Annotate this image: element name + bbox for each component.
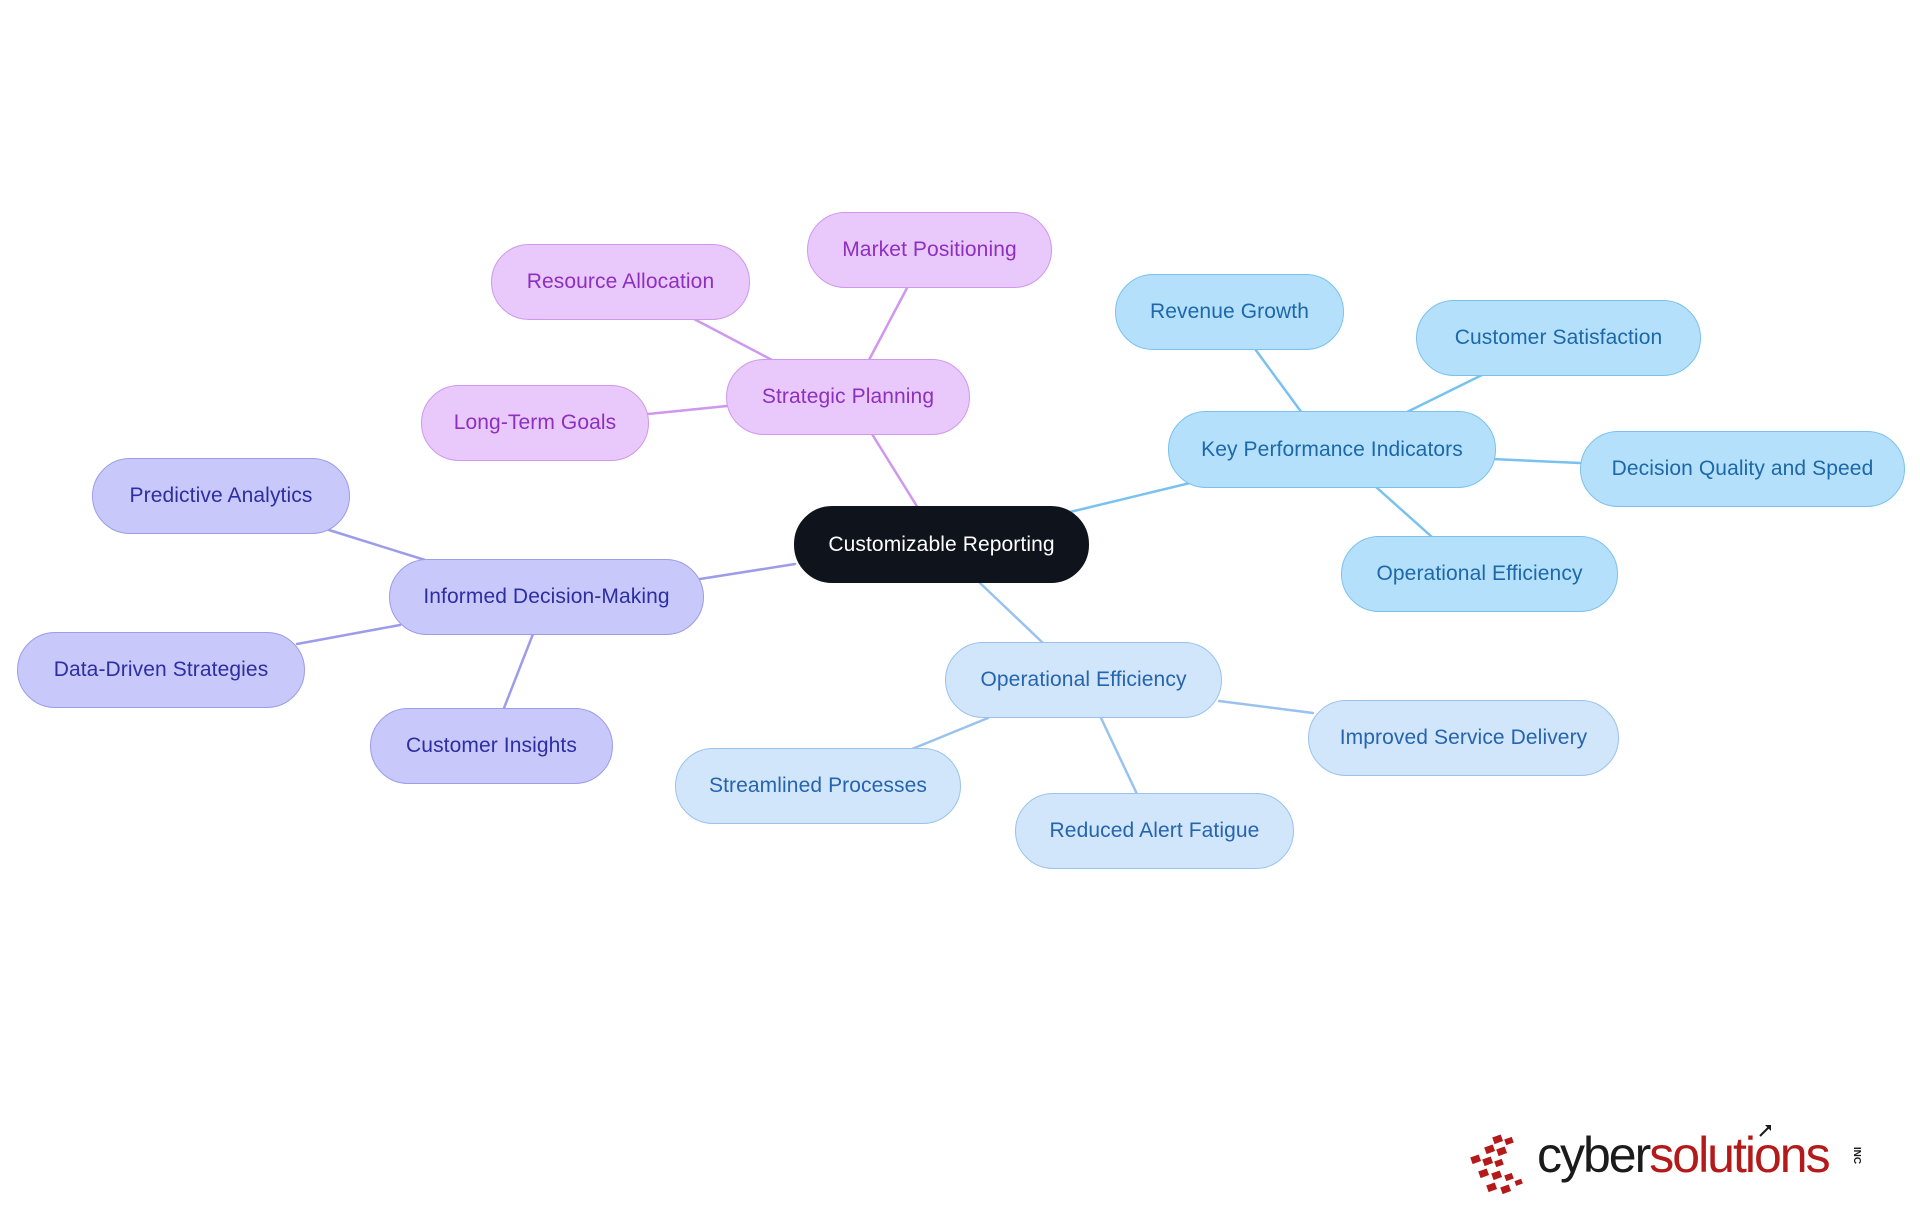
edge-strategic-resource xyxy=(692,317,774,362)
leaf-node-streamlined-processes[interactable]: Streamlined Processes xyxy=(675,748,961,824)
edge-operational-alert xyxy=(1099,716,1139,796)
edge-root-operational xyxy=(978,581,1045,645)
edge-operational-streamlined xyxy=(910,716,990,751)
edge-strategic-market xyxy=(867,286,909,362)
edge-root-strategic xyxy=(870,432,920,510)
logo-word-cyber: cyber xyxy=(1537,1127,1651,1183)
leaf-node-data-driven-strategies[interactable]: Data-Driven Strategies xyxy=(17,632,305,708)
root-node[interactable]: Customizable Reporting xyxy=(794,506,1089,583)
edge-informed-datadriven xyxy=(295,623,402,646)
branch-node-key-performance-indicators[interactable]: Key Performance Indicators xyxy=(1168,411,1496,488)
leaf-node-market-positioning[interactable]: Market Positioning xyxy=(807,212,1052,288)
leaf-node-long-term-goals[interactable]: Long-Term Goals xyxy=(421,385,649,461)
leaf-node-operational-efficiency-kpi[interactable]: Operational Efficiency xyxy=(1341,536,1618,612)
edge-kpi-opeff xyxy=(1374,485,1434,539)
logo-word-solutions: solutions xyxy=(1649,1127,1830,1183)
branch-node-operational-efficiency[interactable]: Operational Efficiency xyxy=(945,642,1222,718)
leaf-node-improved-service-delivery[interactable]: Improved Service Delivery xyxy=(1308,700,1619,776)
edge-kpi-revenue xyxy=(1253,347,1304,415)
edge-operational-service xyxy=(1217,699,1315,715)
edge-root-informed xyxy=(698,562,797,581)
branch-node-informed-decision-making[interactable]: Informed Decision-Making xyxy=(389,559,704,635)
edge-informed-predictive xyxy=(327,528,427,562)
edge-strategic-longterm xyxy=(646,404,729,416)
leaf-node-predictive-analytics[interactable]: Predictive Analytics xyxy=(92,458,350,534)
logo-wordmark: cybersolutions xyxy=(1537,1127,1831,1183)
leaf-node-reduced-alert-fatigue[interactable]: Reduced Alert Fatigue xyxy=(1015,793,1294,869)
leaf-node-customer-insights[interactable]: Customer Insights xyxy=(370,708,613,784)
cybersolutions-logo: cybersolutions INC xyxy=(1465,1120,1875,1200)
leaf-node-customer-satisfaction[interactable]: Customer Satisfaction xyxy=(1416,300,1701,376)
leaf-node-resource-allocation[interactable]: Resource Allocation xyxy=(491,244,750,320)
edge-informed-insights xyxy=(502,632,535,710)
edge-kpi-satisfaction xyxy=(1403,373,1484,415)
logo-arrow-icon xyxy=(1759,1125,1771,1137)
leaf-node-decision-quality-and-speed[interactable]: Decision Quality and Speed xyxy=(1580,431,1905,507)
logo-inc: INC xyxy=(1851,1146,1863,1165)
leaf-node-revenue-growth[interactable]: Revenue Growth xyxy=(1115,274,1344,350)
edge-kpi-decision xyxy=(1490,457,1582,465)
edge-root-kpi xyxy=(1068,481,1192,514)
branch-node-strategic-planning[interactable]: Strategic Planning xyxy=(726,359,970,435)
logo-pixel-mark-icon xyxy=(1470,1134,1523,1195)
